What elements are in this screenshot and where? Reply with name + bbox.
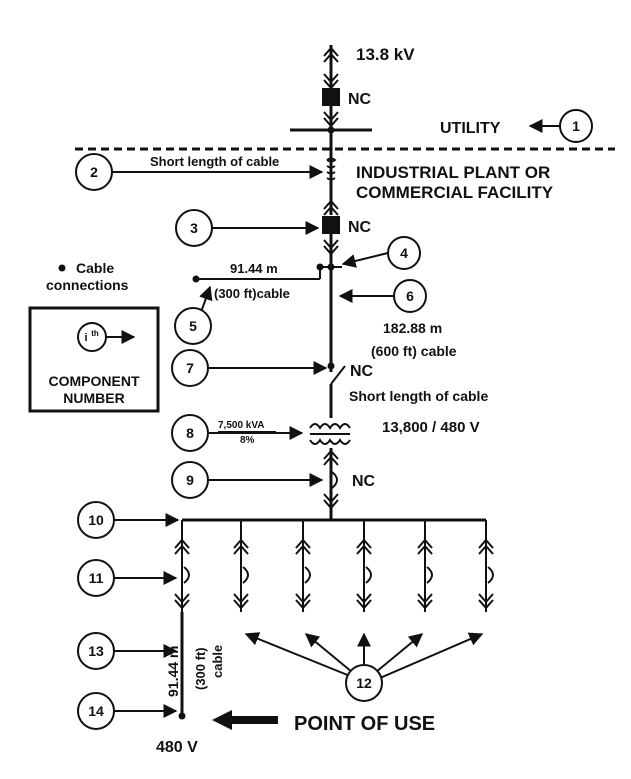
feeder-branch-3 [295, 520, 311, 612]
cable-6-feet-label: (600 ft) cable [371, 343, 457, 359]
component-circle-11: 11 [77, 559, 115, 597]
voltage-top-label: 13.8 kV [356, 45, 415, 64]
double-arrow-below-breaker-3 [323, 239, 339, 256]
component-circle-13: 13 [77, 632, 115, 670]
component-circle-5: 5 [174, 307, 212, 345]
svg-text:3: 3 [190, 220, 198, 236]
cable-13-word-label: cable [210, 645, 225, 678]
component-circle-14: 14 [77, 692, 115, 730]
switch-7-blade [330, 365, 346, 385]
svg-text:6: 6 [406, 288, 414, 304]
cable-connection-dot [178, 712, 186, 720]
component-circle-6: 6 [393, 279, 427, 313]
transformer-primary-coil [309, 423, 351, 430]
utility-label: UTILITY [440, 120, 501, 137]
component-circle-10: 10 [77, 501, 115, 539]
point-of-use-arrow-icon [212, 710, 278, 730]
legend-th-label: th [91, 329, 99, 338]
plant-label-line1: INDUSTRIAL PLANT OR [356, 163, 550, 182]
component-circle-1: 1 [559, 109, 593, 143]
cable-5-feet-label: (300 ft)cable [214, 286, 290, 301]
svg-text:1: 1 [572, 118, 580, 134]
cable-13-length-label: 91.44 m [165, 646, 181, 697]
legend-cable-label-1: Cable [76, 260, 114, 276]
cable-6-length-label: 182.88 m [383, 320, 442, 336]
svg-text:9: 9 [186, 472, 194, 488]
svg-text:12: 12 [356, 675, 372, 691]
component-circle-3: 3 [175, 209, 213, 247]
breaker-9-arc [331, 471, 338, 489]
component-circle-9: 9 [171, 461, 209, 499]
svg-text:10: 10 [88, 512, 104, 528]
double-arrow-below-breaker [323, 111, 339, 128]
svg-text:5: 5 [189, 318, 197, 334]
nc-9-label: NC [352, 473, 376, 490]
component-circle-4: 4 [387, 236, 421, 270]
component-circle-2: 2 [75, 153, 113, 191]
feeder-branch-2 [233, 520, 249, 612]
svg-text:4: 4 [400, 245, 408, 261]
svg-text:13: 13 [88, 643, 104, 659]
breaker-3 [322, 216, 340, 234]
cable-connection-dot [327, 126, 335, 134]
nc-top-label: NC [348, 91, 372, 108]
svg-text:14: 14 [88, 703, 104, 719]
legend-component-label-1: COMPONENT [49, 373, 140, 389]
cable-13-feet-label: (300 ft) [193, 647, 208, 690]
v480-label: 480 V [156, 739, 198, 756]
short-cable-7-label: Short length of cable [349, 388, 488, 404]
svg-text:8: 8 [186, 425, 194, 441]
legend-component-label-2: NUMBER [63, 390, 124, 406]
legend-ith-label: i [84, 332, 87, 344]
cable-connection-dot [327, 362, 335, 370]
legend-cable-label-2: connections [46, 277, 129, 293]
component-circle-12: 12 [345, 664, 383, 702]
feeder-branch-6 [478, 520, 494, 612]
transformer-kva-label: 7,500 kVA [218, 420, 265, 431]
component-12-arrows [244, 632, 484, 679]
feeder-branch-4 [356, 520, 372, 612]
svg-text:2: 2 [90, 164, 98, 180]
point-of-use-label: POINT OF USE [294, 713, 435, 735]
transformer-ratio-label: 13,800 / 480 V [382, 419, 480, 436]
plant-label-line2: COMMERCIAL FACILITY [356, 183, 554, 202]
cable-5-length-label: 91.44 m [230, 261, 278, 276]
breaker-top [322, 88, 340, 106]
nc-3-label: NC [348, 219, 372, 236]
feeder-branch-1 [174, 520, 190, 612]
component-circle-7: 7 [171, 349, 209, 387]
arrow-4 [341, 252, 389, 268]
transformer-secondary-coil [309, 438, 351, 445]
component-circle-8: 8 [171, 414, 209, 452]
svg-text:7: 7 [186, 360, 194, 376]
double-arrow-above-breaker-9 [323, 449, 339, 466]
legend-box [28, 306, 160, 413]
short-cable-top-label: Short length of cable [150, 154, 279, 169]
nc-7-label: NC [350, 363, 374, 380]
feeder-branch-5 [417, 520, 433, 612]
cable-connection-dot [316, 263, 324, 271]
legend-dot-icon [58, 264, 66, 272]
cable-coil-icon [326, 157, 337, 181]
cable-connection-dot [192, 275, 200, 283]
cable-connection-dot [327, 263, 335, 271]
double-arrow-above-breaker-3 [323, 199, 339, 216]
svg-text:11: 11 [89, 570, 104, 586]
transformer-pct-label: 8% [240, 435, 255, 446]
double-arrow-below-breaker-9 [323, 493, 339, 510]
